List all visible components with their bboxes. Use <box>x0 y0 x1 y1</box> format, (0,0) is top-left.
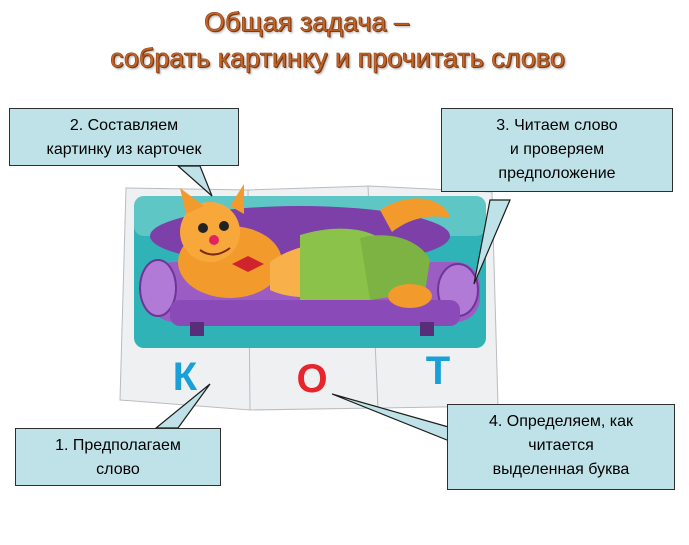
callout-4-line-1: 4. Определяем, как <box>488 413 634 430</box>
callout-3-line-2: и проверяем <box>509 141 605 158</box>
callout-3-line-1: 3. Читаем слово <box>496 117 618 134</box>
callout-2: 2. Составляем картинку из карточек <box>9 108 239 166</box>
callout-3-line-3: предположение <box>498 165 616 182</box>
callout-4-line-2: читается <box>528 437 594 454</box>
callout-1-line-2: слово <box>96 461 140 478</box>
callout-1-line-1: 1. Предполагаем <box>55 437 181 454</box>
card-letter-2: О <box>296 357 327 401</box>
title-line-1: Общая задача – <box>204 7 410 38</box>
title-line-2: собрать картинку и прочитать слово <box>110 43 565 74</box>
callout-1: 1. Предполагаем слово <box>15 428 221 486</box>
cat-icon <box>178 184 450 308</box>
card-letter-3: Т <box>426 349 450 393</box>
callout-4-line-3: выделенная буква <box>492 461 630 478</box>
card-letter-1: К <box>173 355 198 399</box>
callout-3: 3. Читаем слово и проверяем предположени… <box>441 108 673 192</box>
callout-2-line-1: 2. Составляем <box>69 117 179 134</box>
connectors <box>154 165 511 443</box>
callout-2-line-2: картинку из карточек <box>46 141 202 158</box>
callout-4: 4. Определяем, как читается выделенная б… <box>447 404 675 490</box>
